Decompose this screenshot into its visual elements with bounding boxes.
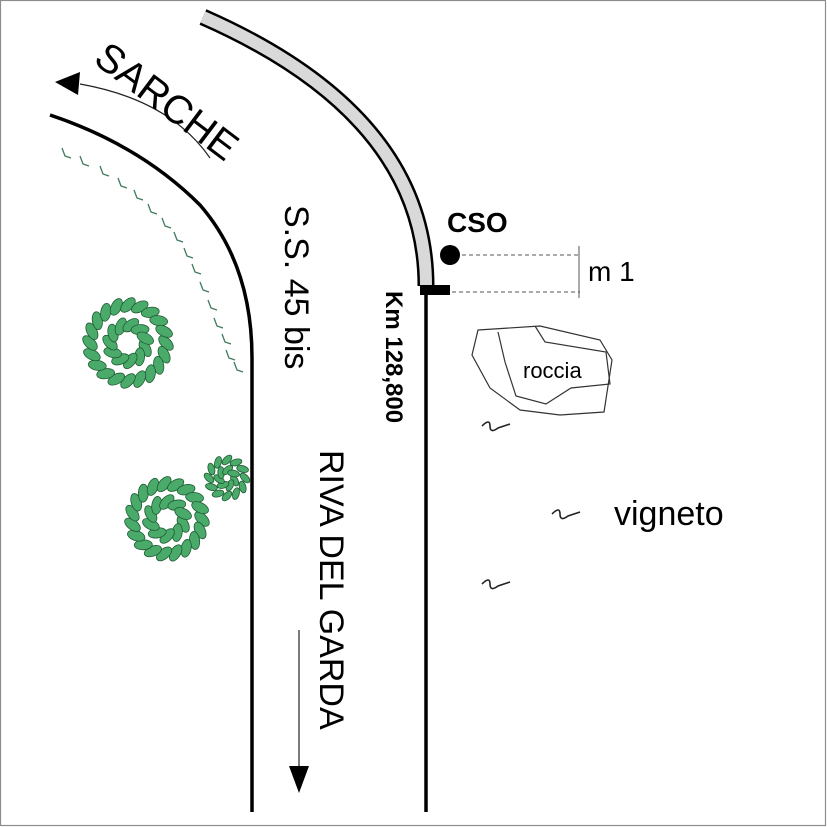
leaf xyxy=(221,454,233,466)
leaf xyxy=(136,331,154,345)
embankment-tick xyxy=(183,247,194,259)
rock-outline xyxy=(471,325,613,416)
embankment-tick xyxy=(147,203,158,215)
road-left-edge xyxy=(49,113,254,812)
road-name-label: S.S. 45 bis xyxy=(277,205,315,369)
sarche-arrow-line xyxy=(79,83,211,159)
embankment-tick xyxy=(173,231,184,243)
station-code-label: CSO xyxy=(447,207,508,238)
leaf xyxy=(191,501,209,514)
leaf xyxy=(238,480,247,494)
embankment-tick xyxy=(79,155,90,167)
embankment-tick xyxy=(191,263,202,275)
dimension-lines xyxy=(452,254,580,293)
leaf xyxy=(137,483,149,503)
embankment-tick xyxy=(117,177,128,189)
tree-clusters xyxy=(82,297,251,562)
leaf xyxy=(211,489,225,498)
sarche-label: SARCHE xyxy=(87,34,247,169)
embankment-tick xyxy=(99,165,110,177)
vineyard-label: vigneto xyxy=(614,495,724,533)
leaf xyxy=(155,324,173,338)
embankment-tick xyxy=(61,147,72,159)
embankment-tick xyxy=(161,217,172,229)
vine-icon xyxy=(551,509,581,520)
tree-cluster-icon xyxy=(82,297,174,389)
leaf xyxy=(203,472,215,484)
leaf xyxy=(232,487,240,500)
embankment-tick xyxy=(221,333,232,345)
leaf xyxy=(174,507,192,520)
tree-cluster-icon xyxy=(124,476,210,562)
leaf xyxy=(214,456,222,469)
embankment-tick xyxy=(225,349,236,361)
embankment-tick xyxy=(199,281,210,293)
embankment-tick xyxy=(207,299,218,311)
leaf xyxy=(236,465,249,473)
station-marker-icon xyxy=(440,245,460,265)
sarche-arrow-icon xyxy=(55,72,80,95)
guardrail xyxy=(200,11,432,287)
leaf xyxy=(227,469,240,478)
rock-label: roccia xyxy=(523,358,582,383)
tree-cluster-icon xyxy=(203,454,251,502)
distance-label: m 1 xyxy=(588,256,635,287)
embankment-tick xyxy=(233,361,244,373)
leaf xyxy=(239,472,251,484)
embankment-tick xyxy=(133,189,144,201)
km-post-bar-icon xyxy=(420,285,450,295)
rock-inner-outline xyxy=(497,325,611,405)
km-marker-label: Km 128,800 xyxy=(380,291,407,423)
embankment-tick xyxy=(213,317,224,329)
leaf xyxy=(207,462,216,476)
vine-icon xyxy=(481,421,511,432)
embankment-ticks xyxy=(61,147,244,373)
riva-arrow-icon xyxy=(289,766,309,793)
leaf xyxy=(221,490,233,502)
vine-symbols xyxy=(481,421,581,590)
riva-del-garda-label: RIVA DEL GARDA xyxy=(312,450,350,730)
leaf xyxy=(229,458,243,467)
vine-icon xyxy=(481,579,511,590)
leaf xyxy=(205,483,218,491)
